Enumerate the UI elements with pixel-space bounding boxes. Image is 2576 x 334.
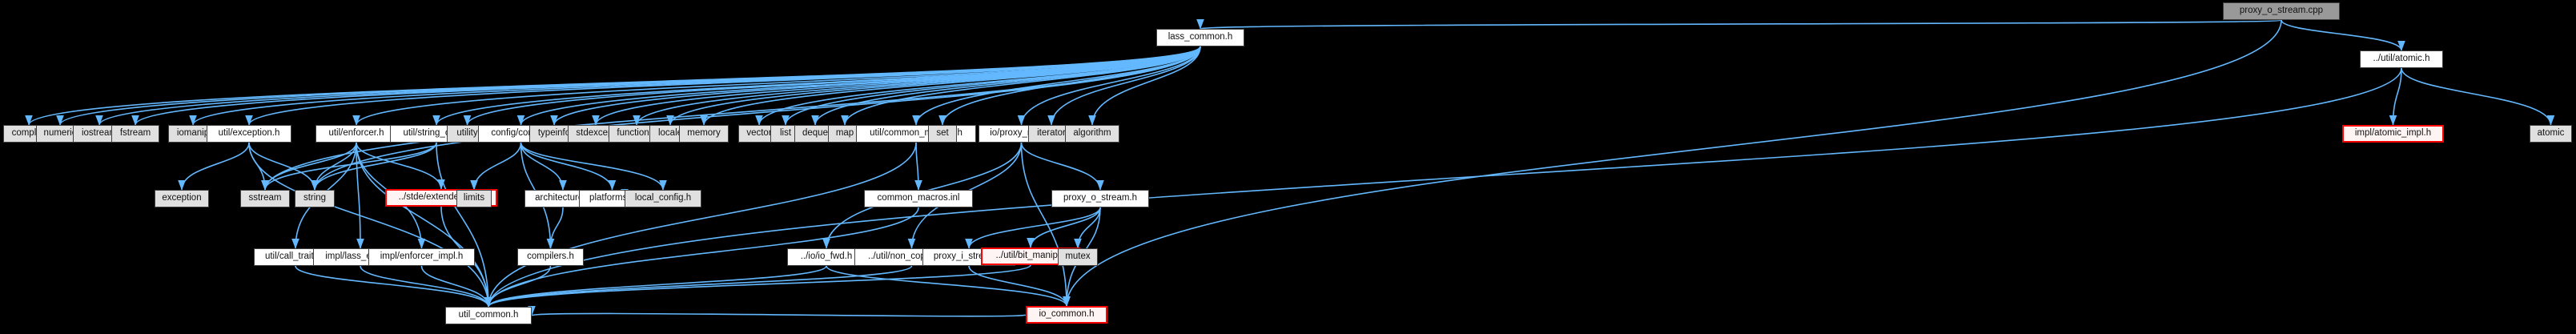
edges [29, 20, 2551, 316]
graph-node-util-common-h[interactable]: util_common.h [445, 307, 532, 324]
graph-node-sstream[interactable]: sstream [240, 190, 290, 207]
graph-edge [2401, 68, 2551, 125]
graph-node-label: local_config.h [635, 194, 691, 203]
graph-node-label: util/exception.h [219, 129, 280, 139]
graph-node-label: iomanip [177, 129, 209, 139]
graph-node-label: impl/atomic_impl.h [2355, 129, 2431, 139]
graph-node-label: lass_common.h [1168, 33, 1233, 42]
graph-node-util-enforcer-h[interactable]: util/enforcer.h [315, 125, 397, 143]
graph-node-label: vector [746, 129, 771, 139]
graph-node-label: list [780, 129, 791, 139]
graph-node-mutex[interactable]: mutex [1058, 248, 1098, 266]
graph-edge [532, 313, 1026, 316]
graph-edge [969, 266, 1067, 306]
graph-node-string[interactable]: string [295, 190, 335, 207]
graph-node-label: iterator [1037, 129, 1066, 139]
graph-node-label: deque [802, 129, 828, 139]
graph-node-label: limits [464, 194, 484, 203]
graph-node-label: impl/enforcer_impl.h [380, 252, 464, 262]
graph-edge [551, 207, 564, 248]
graph-node-util-common-macros-h[interactable]: util/common_macros.h [856, 125, 976, 143]
graph-node-proxy-o-stream-h[interactable]: proxy_o_stream.h [1051, 190, 1149, 207]
graph-edge [1067, 20, 2281, 306]
graph-node-label: mutex [1065, 252, 1090, 262]
graph-edge [182, 143, 249, 190]
graph-node-label: proxy_o_stream.h [1063, 194, 1137, 203]
graph-edge [521, 143, 664, 190]
graph-edge [488, 68, 2401, 307]
graph-node-label: io_common.h [1039, 310, 1094, 320]
graph-node-proxy-o-stream-cpp[interactable]: proxy_o_stream.cpp [2223, 2, 2340, 20]
graph-node-label: map [836, 129, 854, 139]
graph-node-label: ../util/atomic.h [2373, 54, 2430, 64]
graph-node-impl-atomic-impl-h[interactable]: impl/atomic_impl.h [2342, 125, 2444, 143]
graph-node-label: util_common.h [459, 311, 519, 320]
graph-node-label: string [303, 194, 326, 203]
graph-edge [356, 143, 488, 307]
graph-edge [474, 143, 521, 190]
graph-edge [826, 266, 1067, 306]
graph-node-algorithm[interactable]: algorithm [1065, 125, 1119, 143]
graph-node-atomic[interactable]: atomic [2530, 125, 2572, 143]
graph-node-label: numeric [44, 129, 77, 139]
graph-node-label: compilers.h [527, 252, 574, 262]
graph-node-label: proxy_o_stream.cpp [2240, 6, 2323, 16]
graph-node-label: atomic [2538, 129, 2565, 139]
graph-node-impl-enforcer-impl-h[interactable]: impl/enforcer_impl.h [368, 248, 475, 266]
graph-node-label: ../util/bit_manip.h [996, 252, 1066, 261]
graph-edge [1200, 20, 2281, 29]
graph-node-lass-common-h[interactable]: lass_common.h [1156, 29, 1244, 46]
graph-node-label: algorithm [1073, 129, 1111, 139]
graph-node-compilers-h[interactable]: compilers.h [517, 248, 584, 266]
graph-node-memory[interactable]: memory [679, 125, 729, 143]
graph-node-fstream[interactable]: fstream [111, 125, 159, 143]
graph-edge [969, 207, 1100, 248]
graph-edge [916, 143, 918, 190]
graph-node-util-exception-h[interactable]: util/exception.h [207, 125, 291, 143]
graph-node-util-atomic-h[interactable]: ../util/atomic.h [2360, 50, 2443, 68]
graph-node-label: set [936, 129, 948, 139]
graph-node-exception[interactable]: exception [155, 190, 209, 207]
graph-node-label: ../io/io_fwd.h [801, 252, 853, 262]
graph-edge [1022, 143, 1101, 190]
graph-node-label: util/enforcer.h [328, 129, 384, 139]
graph-node-label: common_macros.inl [878, 194, 960, 203]
graph-node-io-common-h[interactable]: io_common.h [1026, 306, 1107, 324]
graph-node-label: utility [456, 129, 477, 139]
graph-edge [2281, 20, 2401, 50]
graph-node-local-config-h[interactable]: local_config.h [625, 190, 701, 207]
graph-node-label: sstream [249, 194, 282, 203]
graph-node-common-macros-inl[interactable]: common_macros.inl [864, 190, 973, 207]
graph-node-label: exception [162, 194, 201, 203]
graph-node-label: typeinfo [538, 129, 570, 139]
graph-node-set[interactable]: set [928, 125, 957, 143]
graph-node-label: fstream [120, 129, 151, 139]
graph-node-label: memory [687, 129, 721, 139]
graph-node-limits[interactable]: limits [456, 190, 492, 207]
